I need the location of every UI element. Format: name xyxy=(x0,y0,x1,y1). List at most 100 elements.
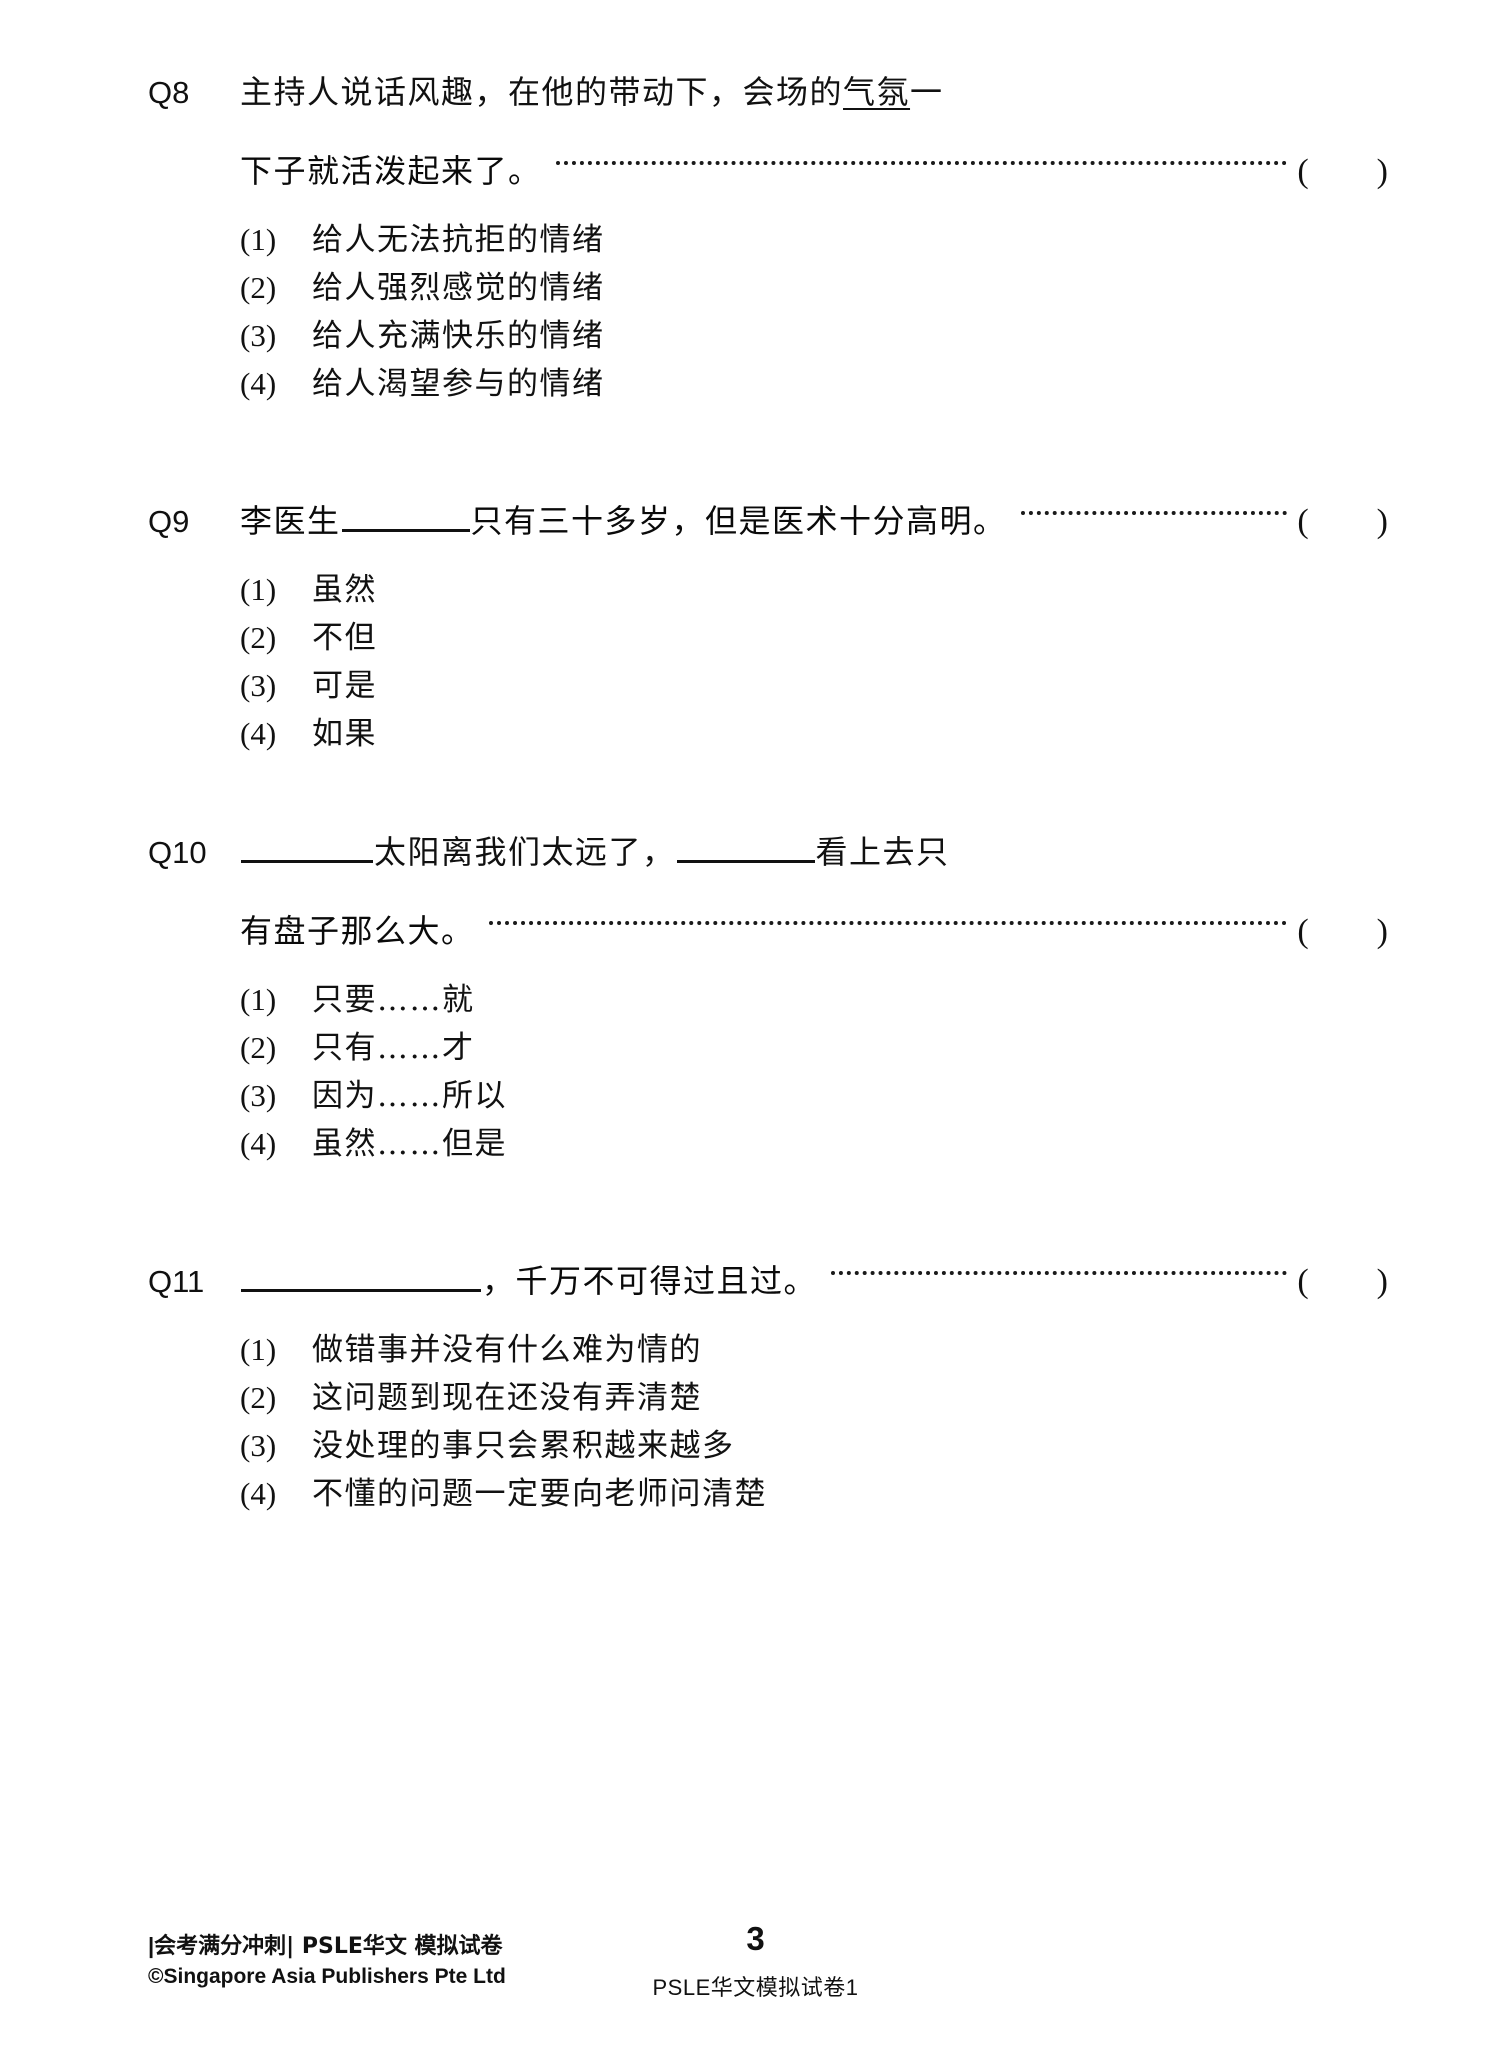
option-q8-3[interactable]: (3) 给人充满快乐的情绪 xyxy=(240,312,1388,360)
bracket-open-q9: ( xyxy=(1297,503,1309,540)
bracket-close-q11: ) xyxy=(1376,1263,1388,1300)
answer-bracket-q11[interactable]: ( ) xyxy=(1297,1252,1388,1312)
answer-blank-q10-b[interactable] xyxy=(676,833,815,863)
option-q11-4[interactable]: (4) 不懂的问题一定要向老师问清楚 xyxy=(240,1470,1388,1518)
footer-publisher-block: |会考满分冲刺| PSLE华文 模拟试卷 ©Singapore Asia Pub… xyxy=(148,1928,506,1989)
option-label: 给人无法抗拒的情绪 xyxy=(312,222,605,258)
option-label: 做错事并没有什么难为情的 xyxy=(312,1332,702,1368)
q8-underlined-phrase: 气氛 xyxy=(843,73,911,111)
option-number: (4) xyxy=(240,716,277,751)
question-number-q9: Q9 xyxy=(148,504,190,539)
option-q10-1[interactable]: (1) 只要……就 xyxy=(240,976,1388,1024)
question-text-q11: ，千万不可得过且过。 xyxy=(240,1251,817,1311)
question-text-q9: 李医生 只有三十多岁，但是医术十分高明。 xyxy=(240,491,1007,551)
option-number: (4) xyxy=(240,1476,277,1511)
answer-bracket-q10[interactable]: ( ) xyxy=(1297,902,1388,962)
bracket-open-q10: ( xyxy=(1297,913,1309,950)
answer-blank-q9[interactable] xyxy=(341,502,470,532)
page-footer: |会考满分冲刺| PSLE华文 模拟试卷 ©Singapore Asia Pub… xyxy=(148,1920,1363,2001)
questions-container: Q8 主持人说话风趣，在他的带动下，会场的气氛一 下子就活泼起来了。 ( ) (… xyxy=(148,62,1388,1544)
question-number-q10: Q10 xyxy=(148,835,207,870)
answer-blank-q10-a[interactable] xyxy=(241,833,373,863)
question-text-q8-line2: 下子就活泼起来了。 xyxy=(240,152,542,190)
spacer xyxy=(148,784,1388,822)
footer-paper-label-latin: PSLE xyxy=(652,1975,711,2000)
option-number: (3) xyxy=(240,668,277,703)
option-number: (1) xyxy=(240,1332,277,1367)
option-number: (4) xyxy=(240,1126,277,1161)
question-block-q9: Q9 李医生 只有三十多岁，但是医术十分高明。 ( ) (1) 虽然 (2) 不但… xyxy=(148,472,1388,758)
answer-bracket-q9[interactable]: ( ) xyxy=(1297,492,1388,552)
q9-stem-after-blank: 只有三十多岁，但是医术十分高明。 xyxy=(470,502,1007,540)
footer-paper-label-number: 1 xyxy=(845,1975,859,2000)
q11-stem-after-blank: ，千万不可得过且过。 xyxy=(482,1262,818,1300)
q8-stem-tail: 一 xyxy=(910,73,944,111)
option-number: (2) xyxy=(240,1380,277,1415)
option-label: 因为……所以 xyxy=(312,1078,507,1114)
option-label: 不但 xyxy=(312,620,377,656)
option-q8-1[interactable]: (1) 给人无法抗拒的情绪 xyxy=(240,216,1388,264)
option-number: (2) xyxy=(240,1030,277,1065)
leader-dots-q10 xyxy=(488,882,1288,942)
question-text-q8-line1: 主持人说话风趣，在他的带动下，会场的气氛一 xyxy=(240,62,944,122)
option-number: (2) xyxy=(240,270,277,305)
question-text-q10-line1: 太阳离我们太远了， 看上去只 xyxy=(240,822,950,882)
option-number: (1) xyxy=(240,982,277,1017)
option-number: (3) xyxy=(240,1078,277,1113)
footer-paper-label-cjk: 华文模拟试卷 xyxy=(710,1976,846,2001)
option-label: 如果 xyxy=(312,716,377,752)
bracket-close-q9: ) xyxy=(1376,503,1388,540)
option-label: 这问题到现在还没有弄清楚 xyxy=(312,1380,702,1416)
option-label: 给人强烈感觉的情绪 xyxy=(312,270,605,306)
q10-stem-seg2: 看上去只 xyxy=(815,833,950,871)
option-number: (1) xyxy=(240,222,277,257)
option-number: (4) xyxy=(240,366,277,401)
option-q9-3[interactable]: (3) 可是 xyxy=(240,662,1388,710)
answer-blank-q11[interactable] xyxy=(241,1262,481,1292)
option-number: (2) xyxy=(240,620,277,655)
question-number-q8: Q8 xyxy=(148,75,190,110)
bracket-close-q10: ) xyxy=(1376,913,1388,950)
option-q11-1[interactable]: (1) 做错事并没有什么难为情的 xyxy=(240,1326,1388,1374)
leader-dots-q8 xyxy=(555,122,1288,182)
footer-title-prefix: | xyxy=(148,1933,155,1958)
option-q10-2[interactable]: (2) 只有……才 xyxy=(240,1024,1388,1072)
option-q10-3[interactable]: (3) 因为……所以 xyxy=(240,1072,1388,1120)
option-number: (1) xyxy=(240,572,277,607)
option-label: 虽然……但是 xyxy=(312,1126,507,1162)
bracket-open-q8: ( xyxy=(1297,153,1309,190)
footer-title-text: 会考满分冲刺| PSLE华文 模拟试卷 xyxy=(154,1934,503,1959)
q10-stem-seg1: 太阳离我们太远了， xyxy=(374,833,676,871)
option-q9-1[interactable]: (1) 虽然 xyxy=(240,566,1388,614)
option-q10-4[interactable]: (4) 虽然……但是 xyxy=(240,1120,1388,1168)
option-q11-2[interactable]: (2) 这问题到现在还没有弄清楚 xyxy=(240,1374,1388,1422)
footer-series-title: |会考满分冲刺| PSLE华文 模拟试卷 xyxy=(148,1928,506,1960)
option-q9-2[interactable]: (2) 不但 xyxy=(240,614,1388,662)
option-number: (3) xyxy=(240,318,277,353)
option-q8-2[interactable]: (2) 给人强烈感觉的情绪 xyxy=(240,264,1388,312)
question-stem-line-q8-2: 下子就活泼起来了。 ( ) xyxy=(148,122,1388,202)
option-q9-4[interactable]: (4) 如果 xyxy=(240,710,1388,758)
option-q11-3[interactable]: (3) 没处理的事只会累积越来越多 xyxy=(240,1422,1388,1470)
option-label: 虽然 xyxy=(312,572,377,608)
question-block-q8: Q8 主持人说话风趣，在他的带动下，会场的气氛一 下子就活泼起来了。 ( ) (… xyxy=(148,62,1388,408)
page-number: 3 xyxy=(746,1920,765,1957)
footer-copyright: ©Singapore Asia Publishers Pte Ltd xyxy=(148,1965,506,1988)
options-list-q10: (1) 只要……就 (2) 只有……才 (3) 因为……所以 (4) 虽然……但… xyxy=(240,976,1388,1168)
question-number-q11: Q11 xyxy=(148,1264,205,1299)
question-stem-line-q10-2: 有盘子那么大。 ( ) xyxy=(148,882,1388,962)
spacer xyxy=(148,1194,1388,1232)
option-label: 可是 xyxy=(312,668,377,704)
options-list-q9: (1) 虽然 (2) 不但 (3) 可是 (4) 如果 xyxy=(240,566,1388,758)
question-block-q10: Q10 太阳离我们太远了， 看上去只 有盘子那么大。 ( ) (1) 只要……就 … xyxy=(148,822,1388,1168)
spacer xyxy=(148,434,1388,472)
options-list-q8: (1) 给人无法抗拒的情绪 (2) 给人强烈感觉的情绪 (3) 给人充满快乐的情… xyxy=(240,216,1388,408)
option-label: 没处理的事只会累积越来越多 xyxy=(312,1428,735,1464)
q9-stem-before-blank: 李医生 xyxy=(240,502,341,540)
question-text-q10-line2: 有盘子那么大。 xyxy=(240,912,475,950)
options-list-q11: (1) 做错事并没有什么难为情的 (2) 这问题到现在还没有弄清楚 (3) 没处… xyxy=(240,1326,1388,1518)
option-q8-4[interactable]: (4) 给人渴望参与的情绪 xyxy=(240,360,1388,408)
question-stem-line-q11-1: Q11 ，千万不可得过且过。 ( ) xyxy=(148,1232,1388,1312)
answer-bracket-q8[interactable]: ( ) xyxy=(1297,142,1388,202)
